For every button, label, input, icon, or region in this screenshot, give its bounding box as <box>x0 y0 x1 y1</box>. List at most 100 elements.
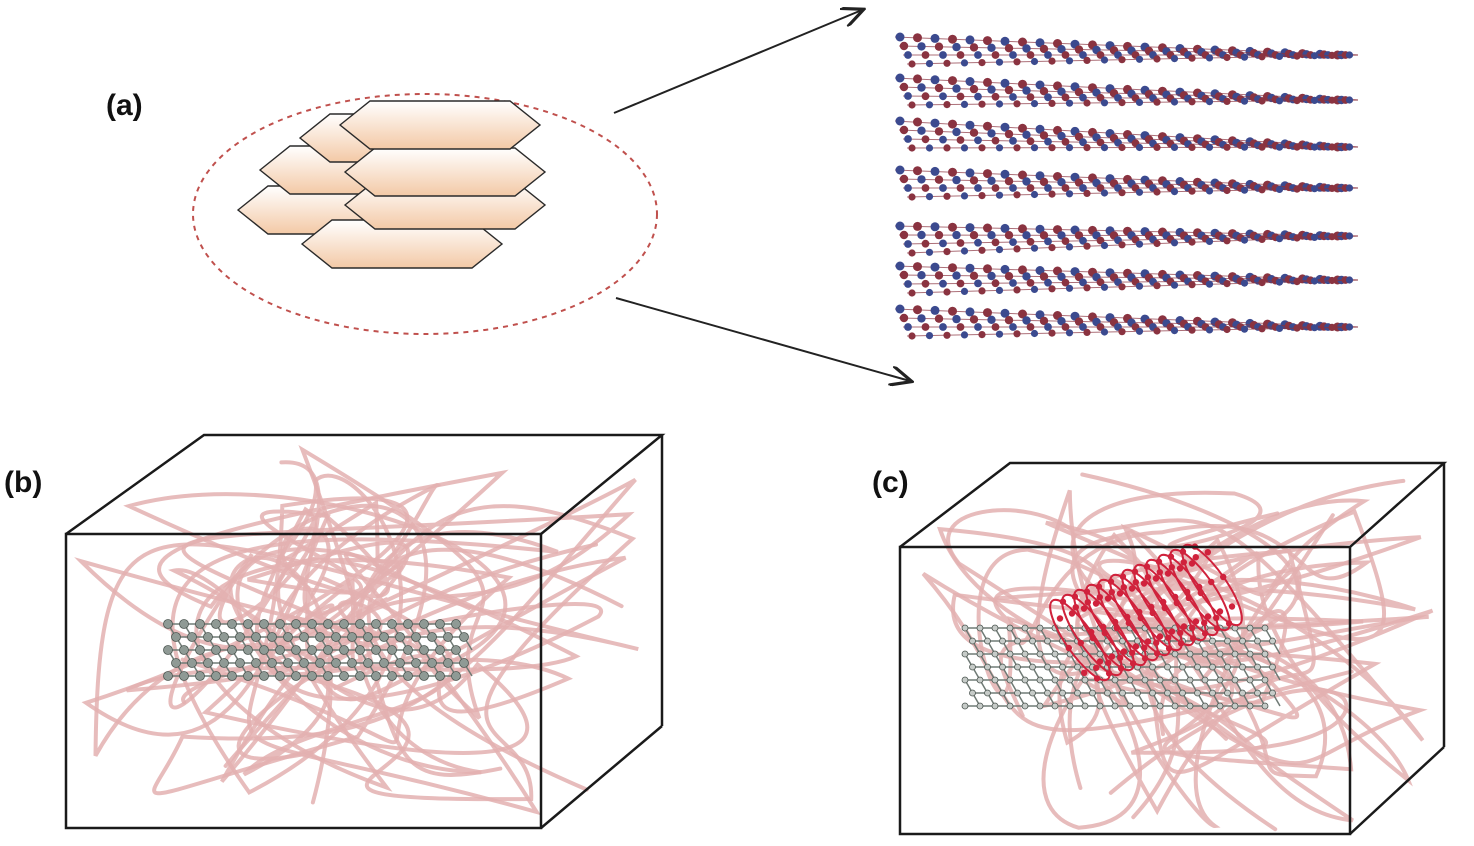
atom <box>984 637 991 645</box>
nanotube-atom <box>1141 655 1149 662</box>
atom <box>1059 689 1066 697</box>
atom <box>259 619 269 629</box>
atom <box>1186 650 1194 658</box>
atom <box>1074 689 1081 697</box>
atom <box>291 645 301 655</box>
atom <box>179 671 189 681</box>
atom <box>1126 676 1134 684</box>
panel-label-a: (a) <box>106 89 143 122</box>
atom <box>961 650 969 658</box>
atom <box>267 658 277 668</box>
nanotube-atom <box>1117 654 1124 661</box>
atom <box>1216 650 1224 658</box>
nanotube-atom <box>1201 619 1208 626</box>
atom <box>961 624 969 632</box>
atom <box>1044 689 1051 697</box>
atom <box>1029 663 1036 671</box>
atom <box>1246 624 1254 632</box>
atom <box>163 619 173 629</box>
atom <box>976 676 984 684</box>
atom <box>1141 702 1149 710</box>
atom <box>1269 637 1276 645</box>
atom <box>315 632 325 642</box>
atom <box>339 645 349 655</box>
atom <box>999 637 1006 645</box>
atom <box>243 619 253 629</box>
atom <box>1036 624 1044 632</box>
atom <box>331 658 341 668</box>
atom <box>1021 624 1029 632</box>
atom <box>1149 689 1156 697</box>
atom <box>163 645 173 655</box>
nanotube-atom <box>1093 675 1101 682</box>
atom <box>179 645 189 655</box>
nanotube-atom <box>1128 585 1136 592</box>
nanotube-atom <box>1177 640 1185 647</box>
atom <box>195 671 205 681</box>
atom <box>323 645 333 655</box>
atom <box>275 671 285 681</box>
atom <box>419 645 429 655</box>
nanotube-atom <box>1189 635 1197 642</box>
graphene-layer <box>894 165 1359 201</box>
atom <box>1119 689 1126 697</box>
polymer-chain <box>74 444 604 777</box>
atom <box>323 671 333 681</box>
atom <box>1104 689 1111 697</box>
atom <box>403 645 413 655</box>
atom <box>307 619 317 629</box>
atom <box>961 702 969 710</box>
atom <box>1029 637 1036 645</box>
graphene-layer <box>894 221 1359 257</box>
atom <box>299 658 309 668</box>
nanotube-atom <box>1089 634 1097 642</box>
atom <box>203 658 213 668</box>
nanotube-atom <box>1117 665 1125 672</box>
atom <box>1224 689 1231 697</box>
atom <box>243 645 253 655</box>
zoom-ellipse <box>192 93 658 335</box>
atom <box>195 619 205 629</box>
atom <box>355 671 365 681</box>
atom <box>435 671 445 681</box>
atom <box>999 689 1006 697</box>
atom <box>1231 676 1239 684</box>
atom <box>307 671 317 681</box>
atom <box>1201 650 1209 658</box>
atom <box>1216 676 1224 684</box>
nanotube-atom <box>1140 580 1148 587</box>
atom <box>459 658 469 668</box>
atom <box>451 645 461 655</box>
polymer-chains-c <box>921 472 1434 832</box>
nanotube-atom <box>1177 629 1184 636</box>
atom <box>1254 637 1261 645</box>
atom <box>387 645 397 655</box>
atom <box>291 671 301 681</box>
atom <box>1014 663 1021 671</box>
atom <box>339 619 349 629</box>
atom <box>211 671 221 681</box>
atom <box>1164 689 1171 697</box>
atom <box>459 632 469 642</box>
matrix-box-b <box>64 433 666 830</box>
atom <box>1261 702 1269 710</box>
atom <box>1036 702 1044 710</box>
atom <box>427 658 437 668</box>
atom <box>363 658 373 668</box>
nanotube-atom <box>1204 549 1212 556</box>
atom <box>243 671 253 681</box>
atom <box>419 619 429 629</box>
atom <box>227 619 237 629</box>
nanotube-atom <box>1161 604 1169 612</box>
atom <box>355 619 365 629</box>
nanotube-atom <box>1201 630 1209 637</box>
atom <box>1269 663 1276 671</box>
nanotube-atom <box>1153 650 1161 657</box>
platelet <box>343 147 547 197</box>
nanotube-atom <box>1152 575 1160 582</box>
atom <box>179 619 189 629</box>
nanotube-atom <box>1081 669 1088 676</box>
atom <box>1059 663 1066 671</box>
atom <box>387 619 397 629</box>
atom <box>283 658 293 668</box>
